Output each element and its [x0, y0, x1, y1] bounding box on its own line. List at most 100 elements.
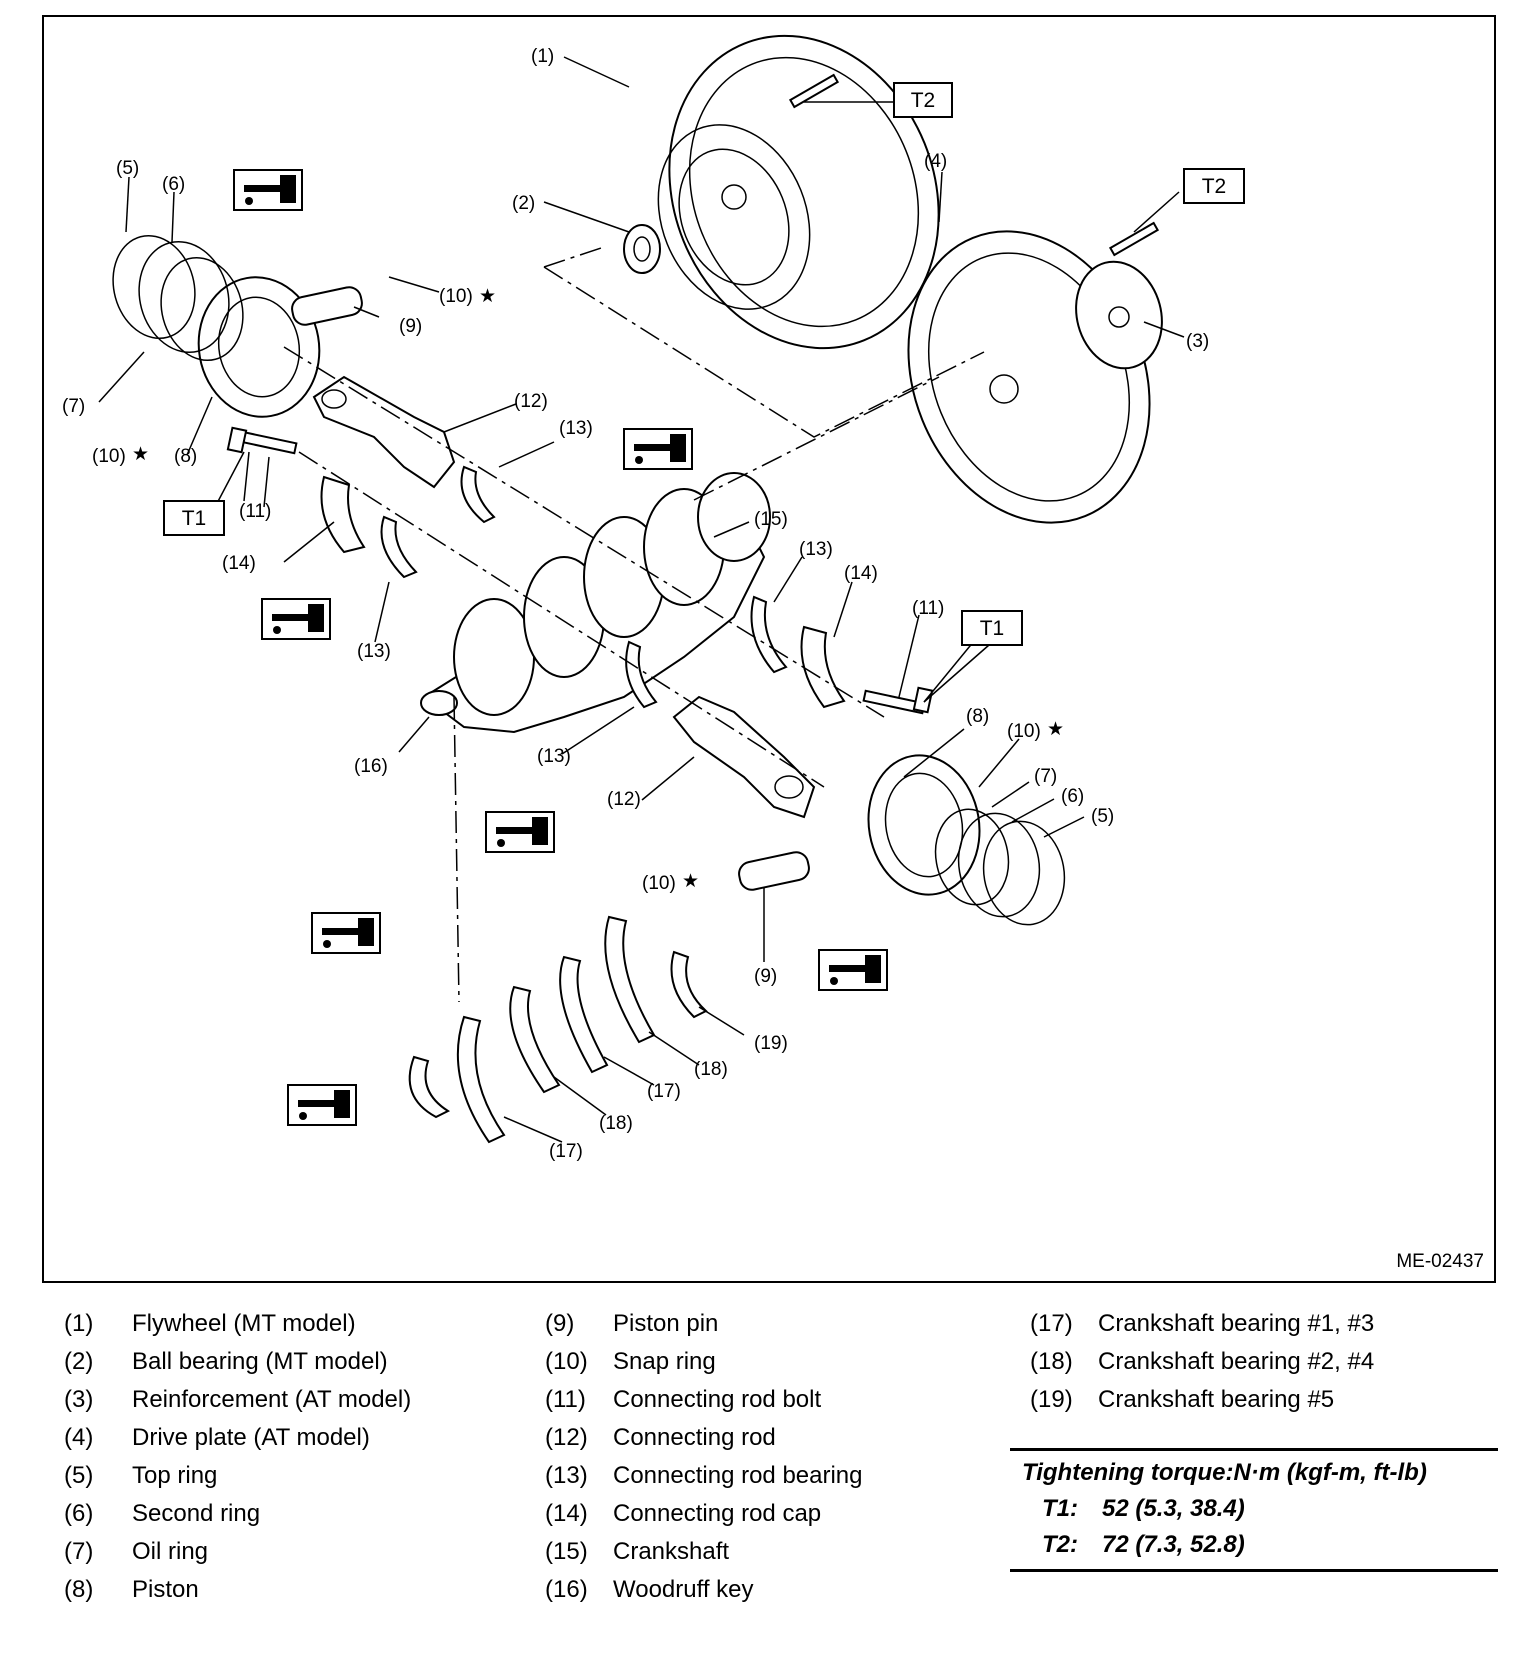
oil-symbol-7: [287, 1084, 357, 1126]
callout-5: (5): [116, 158, 139, 179]
torque-box-t1-left: T1: [163, 500, 225, 536]
callout-18-b: (18): [694, 1059, 728, 1080]
callout-11-a: (11): [239, 501, 271, 522]
reinforcement: [1075, 260, 1163, 370]
crank-bearing-17a: [408, 1055, 451, 1119]
callout-8-right: (8): [966, 706, 989, 727]
crank-bearing-18b: [604, 915, 656, 1044]
leader-lines: [98, 56, 1185, 1143]
callout-12-a: (12): [514, 391, 548, 412]
star-10-d: ★: [682, 871, 699, 892]
callout-7: (7): [62, 396, 85, 417]
callout-13-b: (13): [799, 539, 833, 560]
callout-17-a: (17): [549, 1141, 583, 1162]
legend-item-14: (14)Connecting rod cap: [545, 1500, 822, 1527]
star-10-c: ★: [1047, 719, 1064, 740]
callout-5-right: (5): [1091, 806, 1114, 827]
torque-box-t2-driveplate: T2: [1183, 168, 1245, 204]
legend-item-11: (11)Connecting rod bolt: [545, 1386, 822, 1413]
piston-pin-left: [291, 286, 363, 326]
callout-7-right: (7): [1034, 766, 1057, 787]
legend-item-19: (19)Crankshaft bearing #5: [1030, 1386, 1335, 1413]
callout-14-a: (14): [222, 553, 256, 574]
piston-rings-left: [112, 234, 244, 362]
conrod-bearing-right: [750, 595, 788, 674]
callout-15: (15): [754, 509, 788, 530]
conrod-bearing-left: [380, 515, 418, 579]
callout-10-c: (10): [1007, 721, 1041, 742]
oil-symbol-2: [623, 428, 693, 470]
callout-10-d: (10): [642, 873, 676, 894]
callout-1: (1): [531, 46, 554, 67]
callout-19: (19): [754, 1033, 788, 1054]
callout-14-b: (14): [844, 563, 878, 584]
conrod-cap-right: [800, 625, 846, 709]
legend-item-18: (18)Crankshaft bearing #2, #4: [1030, 1348, 1375, 1375]
torque-row-t2: T2:72 (7.3, 52.8): [1042, 1531, 1245, 1558]
legend-item-6: (6)Second ring: [64, 1500, 261, 1527]
torque-top-rule: [1010, 1448, 1498, 1451]
callout-13-d: (13): [537, 746, 571, 767]
legend-item-9: (9)Piston pin: [545, 1310, 719, 1337]
star-10-a: ★: [479, 286, 496, 307]
callout-13-a: (13): [559, 418, 593, 439]
legend-item-1: (1)Flywheel (MT model): [64, 1310, 356, 1337]
svg-text:T1: T1: [980, 617, 1005, 640]
legend-item-2: (2)Ball bearing (MT model): [64, 1348, 388, 1375]
conrod-bearing-upper: [460, 465, 496, 524]
connecting-rod-lower: [672, 695, 816, 819]
conrod-bolt-left: [226, 426, 298, 455]
figure-code: ME-02437: [1396, 1251, 1484, 1272]
conrod-bolt-right: [862, 686, 934, 715]
callout-18-a: (18): [599, 1113, 633, 1134]
torque-bottom-rule: [1010, 1569, 1498, 1572]
legend-item-7: (7)Oil ring: [64, 1538, 209, 1565]
conrod-bearing-lower: [625, 640, 658, 709]
crank-bearing-17b: [456, 1015, 506, 1144]
legend-item-10: (10)Snap ring: [545, 1348, 716, 1375]
oil-symbol-3: [261, 598, 331, 640]
legend-item-16: (16)Woodruff key: [545, 1576, 754, 1603]
callout-16: (16): [354, 756, 388, 777]
callout-9-right: (9): [754, 966, 777, 987]
callout-4: (4): [924, 151, 947, 172]
callout-6-right: (6): [1061, 786, 1084, 807]
crank-bearing-19: [670, 950, 708, 1019]
legend-item-15: (15)Crankshaft: [545, 1538, 730, 1565]
legend-item-4: (4)Drive plate (AT model): [64, 1424, 370, 1451]
ball-bearing: [623, 224, 661, 274]
torque-table: Tightening torque:N·m (kgf-m, ft-lb) T1:…: [1010, 1448, 1498, 1572]
legend-item-13: (13)Connecting rod bearing: [545, 1462, 863, 1489]
connecting-rod-upper: [312, 375, 456, 489]
callout-8: (8): [174, 446, 197, 467]
callout-10-b: (10): [92, 446, 126, 467]
crank-bearing-18a: [509, 985, 561, 1094]
torque-row-t1: T1:52 (5.3, 38.4): [1042, 1495, 1245, 1522]
oil-symbol-1: [233, 169, 303, 211]
callout-3: (3): [1186, 331, 1209, 352]
svg-text:T2: T2: [1202, 175, 1227, 198]
oil-symbol-5: [311, 912, 381, 954]
oil-symbol-6: [818, 949, 888, 991]
callout-11-b: (11): [912, 598, 944, 619]
star-10-b: ★: [132, 444, 149, 465]
legend-item-17: (17)Crankshaft bearing #1, #3: [1030, 1310, 1375, 1337]
crank-bearing-17c: [559, 955, 609, 1074]
legend-item-8: (8)Piston: [64, 1576, 199, 1603]
driveplate-bolt: [1108, 221, 1160, 257]
callout-13-c: (13): [357, 641, 391, 662]
callout-2: (2): [512, 193, 535, 214]
torque-box-t2-flywheel: T2: [893, 82, 953, 118]
oil-symbol-4: [485, 811, 555, 853]
piston-rings-right: [934, 808, 1066, 926]
flywheel: [657, 34, 940, 350]
svg-text:T2: T2: [911, 89, 936, 112]
piston-right: [867, 754, 981, 896]
svg-text:T1: T1: [182, 507, 207, 530]
callout-6: (6): [162, 174, 185, 195]
flywheel-bolt: [788, 73, 840, 109]
exploded-diagram: T2 T2 T1 T1 (1) (2) (3): [42, 15, 1496, 1283]
callout-9: (9): [399, 316, 422, 337]
callout-10-a: (10): [439, 286, 473, 307]
